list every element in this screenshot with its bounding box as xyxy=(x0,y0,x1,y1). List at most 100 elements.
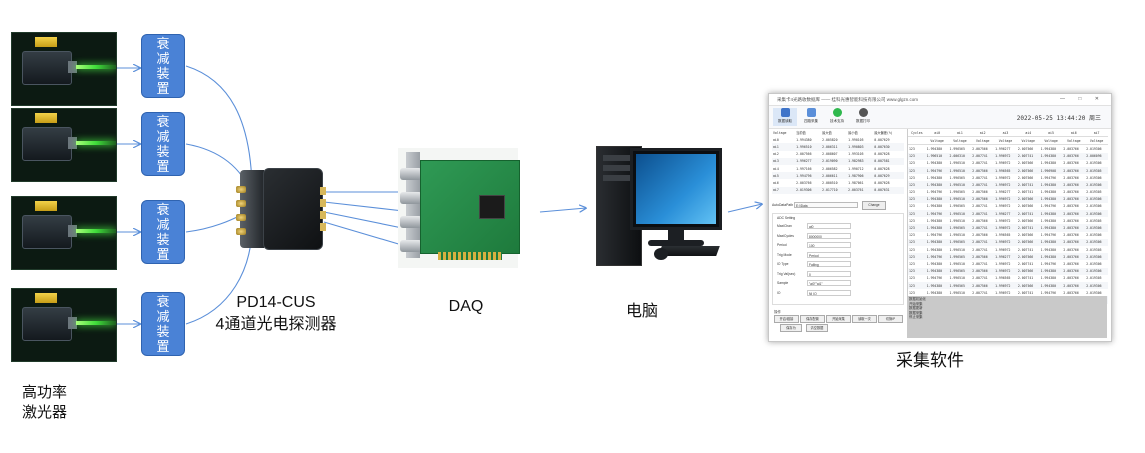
adc-title: ADC Setting xyxy=(777,216,796,220)
operation-button[interactable]: 读取一次 xyxy=(852,315,877,323)
adc-setting-value[interactable]: Period xyxy=(807,251,851,258)
attenuator-label: 衰减装置 xyxy=(156,36,170,96)
table-cell: 1.996565 xyxy=(948,281,972,290)
table-cell: 1.996510 xyxy=(949,261,965,266)
table-cell: 2.003766 xyxy=(1062,267,1086,275)
adc-setting-value[interactable]: ai0 xyxy=(807,223,851,229)
table-cell: 1.996510 xyxy=(949,276,965,281)
table-cell: 1.996972 xyxy=(995,261,1011,266)
table-cell: 1.994380 xyxy=(925,181,949,189)
table-cell: 1.994380 xyxy=(1040,190,1056,195)
table-cell: 2.003766 xyxy=(1063,175,1079,180)
detector-label-model: PD14-CUS xyxy=(236,294,316,311)
change-path-button[interactable]: Change xyxy=(862,201,886,210)
auto-data-path: AutoDataPath E:\\Data Change xyxy=(772,201,904,210)
operation-button[interactable]: 切换IP xyxy=(878,315,903,323)
table-cell: ai4 xyxy=(773,166,779,171)
table-cell: 1.994380 xyxy=(1039,253,1063,261)
adc-setting-value[interactable]: 0 xyxy=(807,270,851,277)
window-controls[interactable]: — □ ✕ xyxy=(1060,96,1105,102)
adc-setting-value[interactable]: Falling xyxy=(807,261,851,267)
log-box: 数据初始化开始采集数据更新数据采集停止采集 xyxy=(907,296,1107,338)
table-cell: 2.007741 xyxy=(1017,190,1034,195)
tool-support[interactable]: 技术支持 xyxy=(825,108,849,126)
arrow-detector-to-daq-4 xyxy=(323,221,412,248)
table-cell: 2.007566 xyxy=(1017,161,1034,166)
table-cell: 2.007741 xyxy=(1016,152,1040,160)
table-cell: 2.019306 xyxy=(1085,181,1108,189)
operation-button[interactable]: 开启/链接 xyxy=(774,315,799,323)
laser-label-line2: 激光器 xyxy=(22,404,68,421)
table-subheader: Voltage xyxy=(948,136,972,146)
detector-side xyxy=(236,170,264,248)
table-cell: 1.996510 xyxy=(949,247,965,252)
operation-button[interactable]: 保存为 xyxy=(780,324,802,332)
attenuator-box-2: 衰减装置 xyxy=(141,112,185,176)
table-cell: 1.990712 xyxy=(848,166,864,171)
adc-setting-key: Trig Val(sec) xyxy=(777,271,796,276)
table-cell: 1.996277 xyxy=(994,210,1017,218)
table-cell: 1.994796 xyxy=(795,172,822,180)
adc-setting-value[interactable]: NI IO xyxy=(807,289,851,296)
table-cell: 123 xyxy=(909,247,915,252)
adc-setting-value[interactable]: 100 xyxy=(807,242,851,248)
table-cell: 123 xyxy=(908,224,926,232)
tool-print[interactable]: 数据打印 xyxy=(851,108,875,126)
table-cell: 2.007566 xyxy=(972,146,988,151)
table-cell: 2.019306 xyxy=(1086,261,1102,266)
operation-button[interactable]: 开始采集 xyxy=(826,315,851,323)
adc-setting-value[interactable]: "ai0""ai1" xyxy=(807,280,851,286)
table-cell: 2.003766 xyxy=(1063,261,1079,266)
table-cell: 0.007629 xyxy=(874,137,890,142)
table-cell: 123 xyxy=(909,233,915,238)
table-cell: 1.996972 xyxy=(995,175,1011,180)
table-cell: 1.996565 xyxy=(948,253,972,261)
table-cell: 2.019305 xyxy=(1086,190,1102,195)
adc-setting-key: IO xyxy=(777,290,781,295)
operation-button[interactable]: 清空数据 xyxy=(806,324,828,332)
table-cell: 2.019306 xyxy=(1086,161,1102,166)
table-header: Cycles xyxy=(908,129,926,138)
table-cell: 1.994380 xyxy=(925,224,949,232)
table-cell: 2.003766 xyxy=(1062,181,1086,189)
table-cell: 0.007628 xyxy=(874,152,890,157)
table-cell: 1.996565 xyxy=(994,166,1017,175)
table-cell: 2.019305 xyxy=(1086,276,1102,281)
daq-card-image xyxy=(398,148,520,268)
adc-setting-value[interactable]: 8000000 xyxy=(807,232,851,239)
table-cell: 123 xyxy=(909,161,915,166)
operation-button[interactable]: 保存配置 xyxy=(800,315,825,323)
detector-label-name: 4通道光电探测器 xyxy=(215,316,337,333)
table-cell: 2.019306 xyxy=(1085,253,1108,261)
laser-image-3 xyxy=(11,196,117,270)
table-cell: 2.007566 xyxy=(972,190,988,195)
table-cell: 1.996972 xyxy=(995,218,1011,223)
table-cell: 2.007741 xyxy=(971,224,995,232)
operations-panel: 操作 开启/链接保存配置开始采集读取一次切换IP 保存为清空数据 xyxy=(772,309,904,335)
table-cell: 1.994380 xyxy=(1040,276,1056,281)
table-cell: 1.994796 xyxy=(1040,261,1056,266)
table-cell: 2.006096 xyxy=(1085,152,1108,160)
table-cell: 1.996565 xyxy=(949,204,965,209)
table-cell: 1.996510 xyxy=(949,161,965,166)
table-cell: 2.003766 xyxy=(1063,276,1079,281)
table-cell: 2.008607 xyxy=(822,152,838,157)
table-cell: ai1 xyxy=(772,143,796,151)
path-input[interactable]: E:\\Data xyxy=(794,202,858,208)
tool-data-read[interactable]: 数据读取 xyxy=(773,108,797,126)
table-cell: 2.007566 xyxy=(1016,253,1040,261)
table-cell: 1.994380 xyxy=(925,267,949,275)
table-cell: 1.994380 xyxy=(925,238,949,246)
table-header: 当前值 xyxy=(796,131,806,136)
tool-four-channel[interactable]: 四路采集 xyxy=(799,108,823,126)
